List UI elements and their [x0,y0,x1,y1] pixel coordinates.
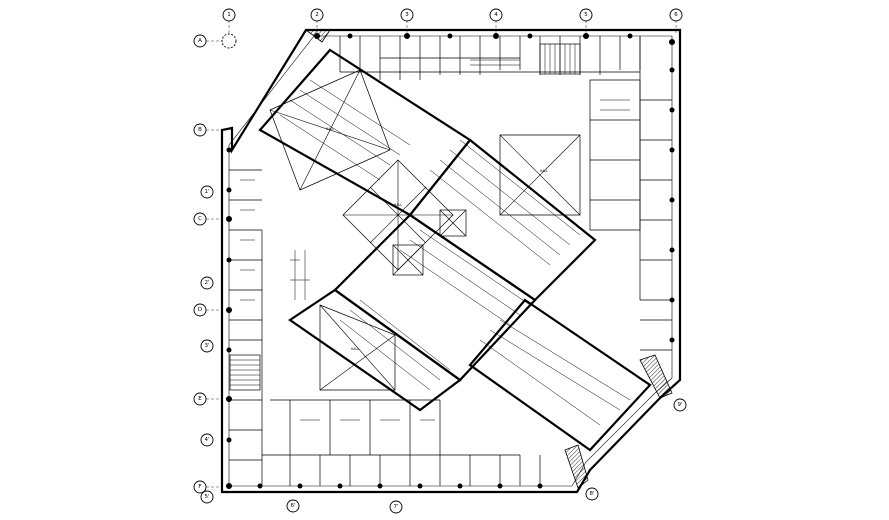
grid-bubble-F: F [193,480,207,494]
grid-lines [206,20,677,488]
grid-bubble-D: D [193,303,207,317]
svg-text:4': 4' [204,437,209,443]
hall-label-south: HALL [351,347,359,351]
svg-text:8': 8' [589,491,594,497]
grid-bubble-C: C [193,212,207,226]
svg-text:C: C [198,216,202,222]
svg-text:9': 9' [677,402,682,408]
hatched-walls [304,29,673,489]
grid-bubble-7p: 7' [389,500,403,514]
grid-bubble-B: B [193,123,207,137]
grid-bubble-5: 5 [579,8,593,22]
perimeter-rooms [229,36,672,486]
svg-text:E: E [198,396,202,402]
svg-text:1': 1' [204,189,209,195]
grid-bubble-2: 2 [310,8,324,22]
svg-text:6: 6 [674,12,678,18]
svg-text:5': 5' [204,494,209,500]
svg-text:5: 5 [584,12,588,18]
svg-text:2': 2' [204,280,209,286]
grid-bubbles-left: A B 1' C 2' D 3' E 4' F 5' [193,33,237,504]
detail-lines [240,59,631,426]
stair-cores [229,43,581,391]
svg-text:B: B [198,127,202,133]
grid-bubble-6: 6 [669,8,683,22]
grid-bubble-1: 1 [222,8,236,22]
grid-bubble-9p: 9' [673,398,687,412]
hall-label-east: HALL [540,169,548,173]
svg-text:F: F [198,484,201,490]
building-outline [220,28,682,494]
svg-text:2: 2 [315,12,319,18]
hall-diamonds [269,69,581,391]
svg-text:6': 6' [290,503,295,509]
rotated-wing [258,48,652,452]
svg-text:4: 4 [494,12,498,18]
grid-bubble-8p: 8' [585,487,599,501]
svg-text:3: 3 [405,12,409,18]
grid-bubble-A-ref [221,33,237,49]
grid-bubble-4: 4 [489,8,503,22]
svg-text:D: D [198,307,202,313]
grid-bubble-3: 3 [400,8,414,22]
svg-text:A: A [198,38,202,44]
grid-bubble-3p: 3' [200,339,214,353]
grid-bubble-4p: 4' [200,433,214,447]
svg-text:3': 3' [204,343,209,349]
structural-columns [226,33,675,489]
grid-bubble-6p: 6' [286,499,300,513]
grid-bubbles-top: 1 2 3 4 5 6 [222,8,683,22]
svg-text:7': 7' [393,504,398,510]
hall-label-north: HALL [326,127,334,131]
grid-bubbles-corner: 6' 7' 8' 9' [286,398,687,514]
grid-bubble-2p: 2' [200,276,214,290]
grid-bubble-1p: 1' [200,185,214,199]
svg-text:1: 1 [227,12,231,18]
grid-bubble-5p: 5' [200,490,214,504]
grid-bubble-A: A [193,34,207,48]
grid-bubble-E: E [193,392,207,406]
hall-label-center: HALL [394,203,402,207]
